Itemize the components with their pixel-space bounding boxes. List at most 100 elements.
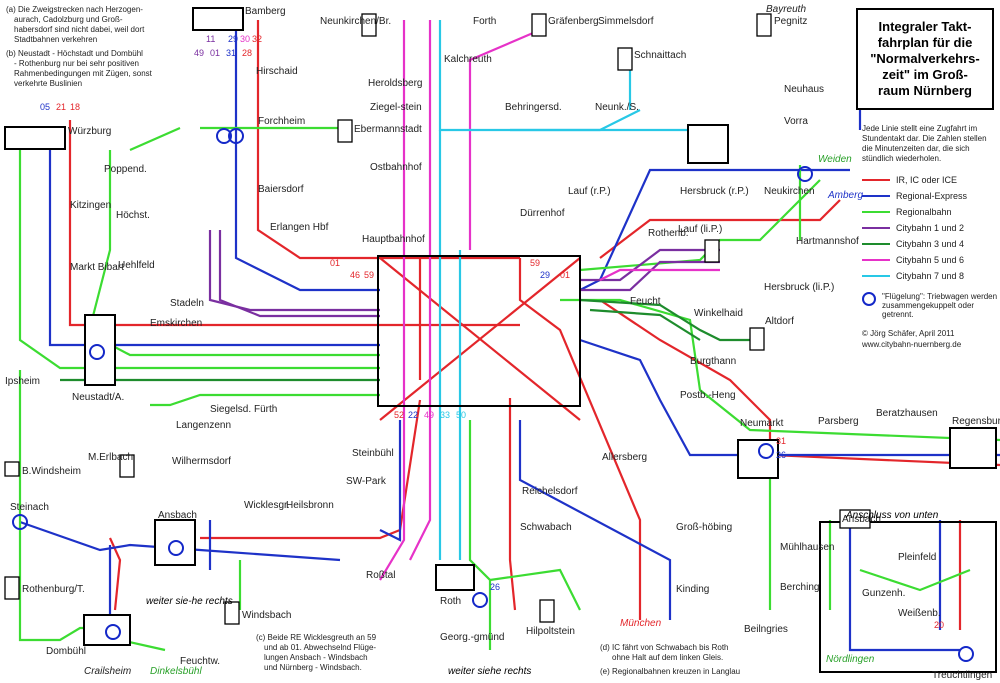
- minute-label: 01: [330, 258, 340, 268]
- station-neumarkt[interactable]: [737, 439, 779, 479]
- station-wuerzburg[interactable]: [4, 126, 66, 150]
- minute-label: 01: [210, 48, 220, 58]
- legend-label: Citybahn 3 und 4: [896, 239, 965, 249]
- station-roth[interactable]: [435, 564, 475, 591]
- minute-label: 31: [226, 48, 236, 58]
- station-pegnitz[interactable]: [756, 13, 772, 37]
- caption-anschluss: Anschluss von unten: [845, 510, 939, 521]
- station-hilpoltstein[interactable]: [539, 599, 555, 623]
- station-label-feuchtw: Feuchtw.: [180, 656, 220, 667]
- website-link[interactable]: www.citybahn-nuernberg.de: [862, 340, 962, 349]
- line-swatch-icon: [862, 275, 890, 277]
- note-b: (b) Neustadt - Höchstadt und Dombühl - R…: [6, 49, 154, 88]
- fluegelung-icon: [228, 128, 244, 144]
- minute-label: 18: [70, 102, 80, 112]
- station-regensburg[interactable]: [949, 427, 997, 469]
- station-label-ansbach: Ansbach: [158, 510, 197, 521]
- line-ic: [68, 20, 1000, 630]
- note-a: (a) Die Zweigstrecken nach Herzogen- aur…: [6, 5, 147, 44]
- station-m-erlbach[interactable]: [119, 454, 135, 478]
- station-label-ipsheim: Ipsheim: [5, 376, 40, 387]
- station-label-muehlhausen: Mühlhausen: [780, 542, 834, 553]
- minute-label: 59: [530, 258, 540, 268]
- station-label-heilsbronn: Heilsbronn: [286, 500, 334, 511]
- station-label-rosstal: Roßtal: [366, 570, 395, 581]
- legend-label: Regional-Express: [896, 191, 968, 201]
- minute-label: 31: [776, 436, 786, 446]
- station-label-hauptbahnhof: Hauptbahnhof: [362, 234, 425, 245]
- station-label-parsberg: Parsberg: [818, 416, 859, 427]
- station-altdorf[interactable]: [749, 327, 765, 351]
- line-swatch-icon: [862, 211, 890, 213]
- minute-label: 29: [228, 34, 238, 44]
- station-schnaittach[interactable]: [617, 47, 633, 71]
- legend: Jede Linie stellt eine Zugfahrt im Stund…: [862, 124, 998, 349]
- station-label-winkelhaid: Winkelhaid: [694, 308, 743, 319]
- station-label-heroldsberg: Heroldsberg: [368, 78, 422, 89]
- station-neunkirchen-br[interactable]: [361, 13, 377, 37]
- minute-label: 01: [560, 270, 570, 280]
- legend-label: Regionalbahn: [896, 207, 952, 217]
- minute-label: 26: [776, 450, 786, 460]
- station-ebermannstadt[interactable]: [337, 119, 353, 143]
- legend-item-cb34: Citybahn 3 und 4: [862, 236, 998, 252]
- line-swatch-icon: [862, 195, 890, 197]
- station-label-siegelsd: Siegelsd.: [210, 404, 251, 415]
- fluegelung-icon: [105, 624, 121, 640]
- station-label-noerdlingen: Nördlingen: [826, 654, 875, 665]
- minute-label: 30: [240, 34, 250, 44]
- legend-label: Citybahn 1 und 2: [896, 223, 965, 233]
- station-label-muenchen: München: [620, 618, 662, 629]
- station-label-emskirchen: Emskirchen: [150, 318, 202, 329]
- station-label-neukirchen: Neukirchen: [764, 186, 815, 197]
- station-label-regensburg: Regensburg: [952, 416, 1000, 427]
- station-label-hilpoltstein: Hilpoltstein: [526, 626, 575, 637]
- station-label-burgthann: Burgthann: [690, 356, 736, 367]
- station-label-grosshoebing: Groß-höbing: [676, 522, 732, 533]
- fluegelung-icon: [12, 514, 28, 530]
- legend-label: IR, IC oder ICE: [896, 175, 958, 185]
- station-label-fuerth: Fürth: [254, 404, 277, 415]
- station-label-beilngries: Beilngries: [744, 624, 788, 635]
- station-label-behringersd: Behringersd.: [505, 102, 562, 113]
- station-ansbach[interactable]: [154, 519, 196, 566]
- station-bad-windsheim[interactable]: [4, 461, 20, 477]
- minute-label: 11: [206, 34, 215, 44]
- station-hersbruck[interactable]: [687, 124, 729, 164]
- station-label-wicklesgr: Wicklesgr.: [244, 500, 290, 511]
- station-bamberg[interactable]: [192, 7, 244, 31]
- station-label-ziegelstein: Ziegel-stein: [370, 102, 422, 113]
- station-label-schwabach: Schwabach: [520, 522, 572, 533]
- hauptbahnhof-frame: [377, 255, 581, 407]
- station-label-hartmannshof: Hartmannshof: [796, 236, 859, 247]
- station-label-simmelsdorf: Simmelsdorf: [598, 16, 654, 27]
- station-label-ebermannstadt: Ebermannstadt: [354, 124, 422, 135]
- station-label-duerrenhof: Dürrenhof: [520, 208, 565, 219]
- line-rb: [18, 126, 1000, 652]
- station-lauf-lp[interactable]: [704, 239, 720, 263]
- station-label-stadeln: Stadeln: [170, 298, 204, 309]
- minute-label: 20: [934, 620, 944, 630]
- legend-label: Citybahn 7 und 8: [896, 271, 965, 281]
- legend-item-ic: IR, IC oder ICE: [862, 172, 998, 188]
- minute-label: 49: [194, 48, 204, 58]
- station-label-windsbach: Windsbach: [242, 610, 291, 621]
- station-label-neumarkt: Neumarkt: [740, 418, 784, 429]
- station-graefenberg[interactable]: [531, 13, 547, 37]
- minute-label: 29: [540, 270, 550, 280]
- legend-item-rb: Regionalbahn: [862, 204, 998, 220]
- station-label-reichelsdorf: Reichelsdorf: [522, 486, 578, 497]
- station-windsbach[interactable]: [224, 601, 240, 625]
- station-label-baiersdorf: Baiersdorf: [258, 184, 304, 195]
- station-label-steinach: Steinach: [10, 502, 49, 513]
- minute-label: 28: [242, 48, 252, 58]
- legend-fluegelung-text: "Flügelung": Triebwagen werden zusammeng…: [882, 292, 998, 319]
- station-ansbach-inset[interactable]: [839, 509, 871, 529]
- station-label-kitzingen: Kitzingen: [70, 200, 111, 211]
- minute-label: 52: [394, 410, 404, 420]
- station-label-rothenb: Rothenb.: [648, 228, 689, 239]
- station-rothenburg[interactable]: [4, 576, 20, 600]
- station-label-bamberg: Bamberg: [245, 6, 286, 17]
- title-line: Integraler Takt-: [878, 19, 972, 34]
